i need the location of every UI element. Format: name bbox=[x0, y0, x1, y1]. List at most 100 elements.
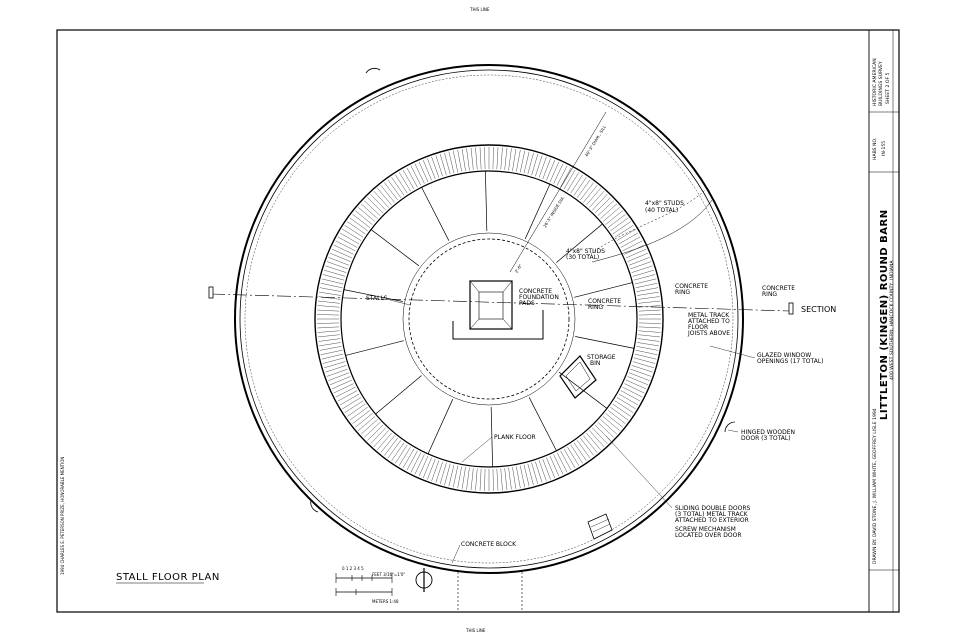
plank-board bbox=[349, 407, 368, 421]
section-line bbox=[210, 293, 791, 312]
plank-board bbox=[633, 357, 656, 364]
plank-board bbox=[470, 468, 474, 491]
plank-board bbox=[560, 167, 572, 188]
label-concrete-block: CONCRETE BLOCK bbox=[461, 541, 517, 548]
plank-board bbox=[479, 468, 482, 491]
plank-board bbox=[325, 365, 347, 373]
plank-board bbox=[398, 172, 411, 192]
plank-board bbox=[602, 207, 620, 222]
plank-board bbox=[377, 432, 392, 450]
plank-board bbox=[592, 427, 608, 444]
plank-board bbox=[444, 463, 451, 486]
plank-board bbox=[391, 442, 405, 461]
plank-board bbox=[380, 185, 395, 203]
stall-partition bbox=[485, 171, 488, 232]
stall-partitions bbox=[343, 171, 635, 467]
plank-board bbox=[553, 454, 564, 475]
plank-board bbox=[361, 203, 378, 219]
entry-steps bbox=[587, 513, 613, 540]
plank-board bbox=[622, 386, 643, 398]
plan-title: STALL FLOOR PLAN bbox=[116, 572, 220, 583]
plank-board bbox=[358, 207, 376, 222]
plank-board bbox=[466, 148, 470, 171]
plank-board bbox=[600, 419, 617, 435]
plank-board bbox=[337, 390, 358, 402]
plank-board bbox=[638, 309, 661, 312]
plank-board bbox=[355, 413, 373, 428]
plank-board bbox=[592, 194, 608, 211]
plank-board bbox=[632, 361, 654, 369]
leader-sliding bbox=[605, 435, 673, 509]
plank-board bbox=[475, 468, 478, 491]
plank-board bbox=[504, 147, 508, 170]
storage-bin-inner bbox=[565, 361, 591, 392]
plank-board bbox=[556, 452, 568, 473]
plank-board bbox=[325, 265, 347, 273]
plank-board bbox=[563, 448, 576, 469]
plank-board bbox=[344, 225, 364, 238]
label-diam-inner: 26'-5" INSIDE DIA. bbox=[542, 195, 565, 228]
stall-partition bbox=[556, 223, 603, 263]
plank-board bbox=[391, 177, 405, 196]
plank-board bbox=[567, 446, 580, 466]
plank-board bbox=[531, 462, 539, 484]
plank-board bbox=[618, 232, 639, 245]
plank-board bbox=[634, 353, 657, 360]
plank-board bbox=[597, 200, 614, 216]
storage-bin bbox=[559, 355, 597, 399]
plank-board bbox=[395, 444, 408, 464]
plank-board bbox=[600, 203, 617, 219]
plank-board bbox=[637, 342, 659, 347]
leader-hinged bbox=[727, 429, 739, 433]
plank-board bbox=[320, 350, 343, 355]
plank-board bbox=[527, 152, 534, 175]
plank-board bbox=[573, 177, 587, 196]
plank-board bbox=[373, 430, 389, 447]
plank-board bbox=[319, 342, 341, 347]
plank-board bbox=[632, 269, 654, 277]
plank-board bbox=[628, 372, 650, 381]
drive-curve bbox=[587, 189, 706, 257]
foundation-pad-inner bbox=[478, 291, 504, 320]
plank-board bbox=[580, 437, 594, 456]
plank-board bbox=[342, 397, 362, 410]
leader-stalls bbox=[389, 299, 411, 306]
plank-board bbox=[549, 455, 560, 477]
plank-board bbox=[607, 214, 626, 228]
plank-board bbox=[538, 156, 547, 178]
plank-board bbox=[614, 225, 634, 238]
pad-x-4 bbox=[502, 318, 513, 330]
plank-board bbox=[516, 466, 521, 489]
tb-location: 400 WEST SOUTHERN, HANCOCK COUNTY, INDIA… bbox=[889, 260, 895, 380]
plank-board bbox=[625, 248, 647, 259]
plank-board bbox=[344, 400, 364, 413]
plank-board bbox=[516, 149, 521, 172]
label-pads-2: FOUNDATION bbox=[519, 294, 559, 301]
label-ring-outer-1: CONCRETE bbox=[762, 285, 795, 292]
plank-board bbox=[317, 334, 340, 338]
label-bin-2: BIN bbox=[590, 360, 600, 367]
plank-board bbox=[324, 361, 346, 369]
drive-curve-2 bbox=[591, 199, 713, 263]
stall-partition bbox=[524, 183, 551, 239]
plank-board bbox=[614, 400, 634, 413]
plank-board bbox=[457, 466, 462, 489]
plank-board bbox=[335, 240, 356, 252]
label-track-2: ATTACHED TO bbox=[688, 318, 730, 325]
plank-board bbox=[347, 221, 366, 235]
plank-board bbox=[384, 437, 398, 456]
plank-board bbox=[423, 160, 432, 181]
plank-board bbox=[638, 322, 661, 324]
plank-board bbox=[439, 154, 447, 176]
plank-board bbox=[361, 419, 378, 435]
label-stalls: STALLS bbox=[366, 295, 388, 302]
plank-board bbox=[589, 430, 605, 447]
label-ring-mid-1: CONCRETE bbox=[675, 283, 708, 290]
tb-hab-number: IN-155 bbox=[881, 141, 887, 156]
pad-x-2 bbox=[502, 280, 513, 293]
label-plank: PLANK FLOOR bbox=[494, 434, 536, 441]
plank-board bbox=[322, 274, 345, 281]
plank-board bbox=[637, 291, 659, 296]
plank-board bbox=[531, 154, 539, 176]
plank-board bbox=[317, 314, 340, 316]
